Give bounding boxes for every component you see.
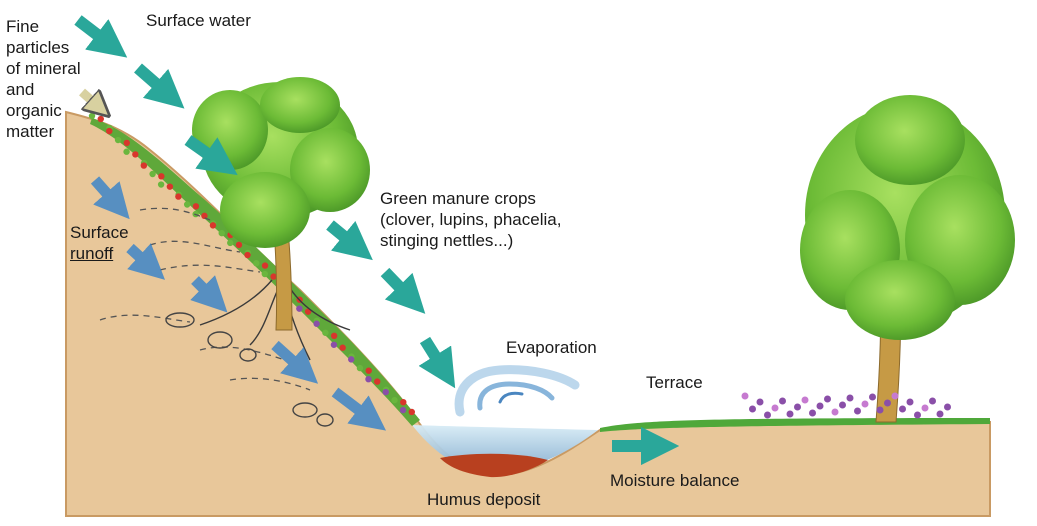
crop-dot (357, 365, 363, 371)
crop-dot (383, 389, 389, 395)
crop-dot (348, 356, 354, 362)
fine-particles-label: Fine particles of mineral and organic ma… (6, 16, 102, 142)
terrace-flower (907, 399, 914, 406)
crop-dot (331, 333, 337, 339)
crop-dot (374, 378, 380, 384)
fine-particles-line: of mineral (6, 58, 102, 79)
teal-arrow-icon (138, 68, 170, 96)
teal-arrow-icon (330, 225, 358, 248)
crop-dot (296, 305, 302, 311)
fine-particles-line: organic (6, 100, 102, 121)
evaporation-label: Evaporation (506, 337, 597, 358)
crop-dot (141, 162, 147, 168)
terrace-flower (944, 404, 951, 411)
crop-dot (210, 222, 216, 228)
surface-runoff-line: runoff (70, 243, 129, 264)
surface-runoff-label: Surface runoff (70, 222, 129, 264)
fine-particles-line: and (6, 79, 102, 100)
crop-dot (331, 342, 337, 348)
terrace-flower (824, 396, 831, 403)
crop-dot (167, 183, 173, 189)
terrace-label: Terrace (646, 372, 703, 393)
terrace-flower (817, 403, 824, 410)
terrace-flower (764, 412, 771, 419)
terrace-flower (749, 406, 756, 413)
surface-runoff-line: Surface (70, 222, 129, 243)
fine-particles-line: particles (6, 37, 102, 58)
terrace-flower (757, 399, 764, 406)
crop-dot (322, 330, 328, 336)
terrace-flower (779, 398, 786, 405)
evaporation-swirl-icon (459, 370, 575, 412)
fine-particles-line: Fine (6, 16, 102, 37)
crop-dot (123, 149, 129, 155)
terrace-flower (899, 406, 906, 413)
crop-dot (313, 321, 319, 327)
crop-dot (184, 201, 190, 207)
terrace-tree (800, 95, 1015, 422)
crop-dot (106, 128, 112, 134)
crop-dot (365, 376, 371, 382)
terrace-flower (929, 398, 936, 405)
crop-dot (391, 397, 397, 403)
crop-dot (262, 262, 268, 268)
crop-dot (124, 140, 130, 146)
terrace-flower (937, 411, 944, 418)
teal-arrow-icon (425, 340, 445, 372)
crop-dot (158, 173, 164, 179)
green-manure-line: (clover, lupins, phacelia, (380, 209, 561, 230)
green-manure-label: Green manure crops (clover, lupins, phac… (380, 188, 561, 251)
crop-dot (366, 367, 372, 373)
moisture-balance-label: Moisture balance (610, 470, 739, 491)
terrace-flower (794, 404, 801, 411)
crop-dot (409, 409, 415, 415)
crop-dot (253, 260, 259, 266)
terrace-flower (772, 405, 779, 412)
terrace-flower (854, 408, 861, 415)
terrace-flower (914, 412, 921, 419)
terrace-flower (802, 397, 809, 404)
green-manure-line: Green manure crops (380, 188, 561, 209)
terrace-flowers (742, 393, 952, 419)
crop-dot (400, 407, 406, 413)
crop-dot (115, 137, 121, 143)
crop-dot (262, 271, 268, 277)
crop-dot (227, 240, 233, 246)
terrace-flower (892, 393, 899, 400)
fine-particles-line: matter (6, 121, 102, 142)
crop-dot (175, 193, 181, 199)
humus-deposit-label: Humus deposit (427, 489, 540, 510)
crop-dot (149, 171, 155, 177)
terrace-flower (809, 410, 816, 417)
terrace-flower (847, 395, 854, 402)
terrace-flower (869, 394, 876, 401)
terrace-flower (832, 409, 839, 416)
crop-dot (400, 399, 406, 405)
crop-dot (158, 181, 164, 187)
terrace-flower (839, 402, 846, 409)
terrace-flower (742, 393, 749, 400)
crop-dot (339, 345, 345, 351)
surface-water-label: Surface water (146, 10, 251, 31)
crop-dot (236, 242, 242, 248)
green-manure-line: stinging nettles...) (380, 230, 561, 251)
terrace-flower (862, 401, 869, 408)
crop-dot (244, 252, 250, 258)
terrace-flower (884, 400, 891, 407)
terrace-flower (787, 411, 794, 418)
crop-dot (219, 230, 225, 236)
crop-dot (193, 203, 199, 209)
terrace-flower (877, 407, 884, 414)
teal-arrow-icon (385, 272, 412, 300)
terrace-flower (922, 405, 929, 412)
crop-dot (132, 151, 138, 157)
